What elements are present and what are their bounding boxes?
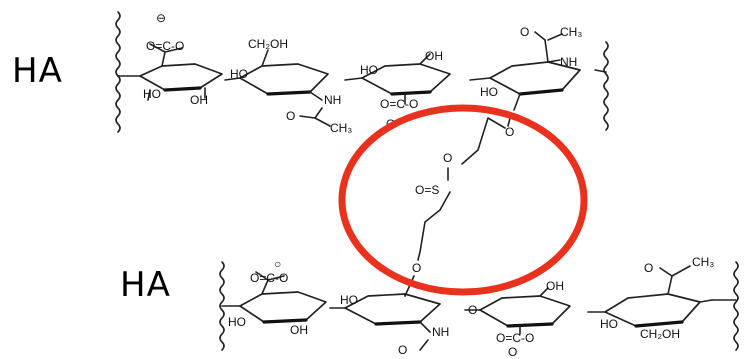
atom-o-bottom-acetyl-2: O	[644, 261, 653, 275]
atom-ch3-bottom: CH₃	[692, 255, 714, 269]
atom-charge-bottom: ○	[274, 257, 281, 271]
sugar-ring-top-1: O=C-O ⊖ HO OH	[139, 11, 223, 107]
ha-chain-top: O=C-O ⊖ HO OH HO CH₂OH NH O CH₃	[115, 11, 609, 135]
atom-nh-top: NH	[324, 93, 341, 107]
atom-carboxylate-top-1: O=C-O	[146, 39, 184, 53]
sugar-ring-top-2: HO CH₂OH NH O CH₃	[230, 37, 352, 135]
atom-ch3-top-2: CH₃	[560, 25, 582, 39]
wavy-end-bottom-left	[219, 261, 225, 351]
atom-carboxylate-bottom-1: O=C-O	[250, 271, 288, 285]
atom-carboxylate-bottom-2: O=C-O	[496, 331, 534, 345]
atom-oh-bottom-1: OH	[290, 323, 308, 337]
sugar-ring-bottom-3: OH O O=C-O O	[468, 279, 571, 359]
atom-ho-bottom-4: HO	[600, 317, 618, 331]
atom-ho-top-4: HO	[480, 85, 498, 99]
crosslinker: O O=S O O	[404, 117, 514, 297]
wavy-end-top-left	[115, 11, 121, 133]
atom-o-link-top: O	[505, 125, 514, 139]
crosslink-highlight-circle	[338, 104, 588, 296]
sugar-ring-bottom-2: HO NH O	[340, 293, 449, 357]
atom-oh-bottom-3: OH	[546, 279, 564, 293]
atom-o-link-bottom: O	[412, 261, 421, 275]
sugar-ring-top-3: HO OH O=C-O O	[360, 49, 451, 131]
wavy-end-bottom-right	[733, 261, 739, 351]
ha-label-top: HA	[12, 51, 63, 91]
atom-o-top-acetyl-2: O	[520, 25, 529, 39]
atom-oh-top-1: OH	[190, 93, 208, 107]
ha-chain-bottom: ○ O=C-O HO OH HO NH O	[219, 255, 739, 359]
atom-charge-top: ⊖	[156, 11, 166, 25]
atom-ch2oh-bottom: CH₂OH	[640, 327, 680, 341]
atom-ho-top-2: HO	[230, 67, 248, 81]
atom-carboxylate-top-2: O=C-O	[380, 97, 418, 111]
atom-o-bottom-link: O	[468, 303, 477, 317]
atom-sulfone-o: O	[443, 151, 452, 165]
ha-label-bottom: HA	[120, 265, 171, 305]
sugar-ring-top-4: O CH₃ NH HO	[480, 25, 582, 111]
atom-ch2oh-top: CH₂OH	[248, 37, 288, 51]
atom-nh-bottom: NH	[432, 325, 449, 339]
atom-o-bottom-3: O	[508, 345, 517, 359]
atom-ho-top-3: HO	[360, 63, 378, 77]
atom-sulfone: O=S	[415, 183, 439, 197]
atom-ch3-top-1: CH₃	[330, 121, 352, 135]
sugar-ring-bottom-1: ○ O=C-O HO OH	[228, 257, 327, 337]
atom-ho-bottom-1: HO	[228, 315, 246, 329]
atom-nh-top-2: NH	[560, 55, 577, 69]
atom-oh-top-3: OH	[425, 49, 443, 63]
atom-ho-bottom-2: HO	[340, 293, 358, 307]
atom-o-bottom-acetyl: O	[398, 343, 407, 357]
atom-ho-top-1: HO	[143, 87, 161, 101]
wavy-end-top-right	[603, 41, 609, 131]
sugar-ring-bottom-4: O CH₃ HO CH₂OH	[600, 255, 714, 341]
atom-o-top-acetyl: O	[286, 109, 295, 123]
